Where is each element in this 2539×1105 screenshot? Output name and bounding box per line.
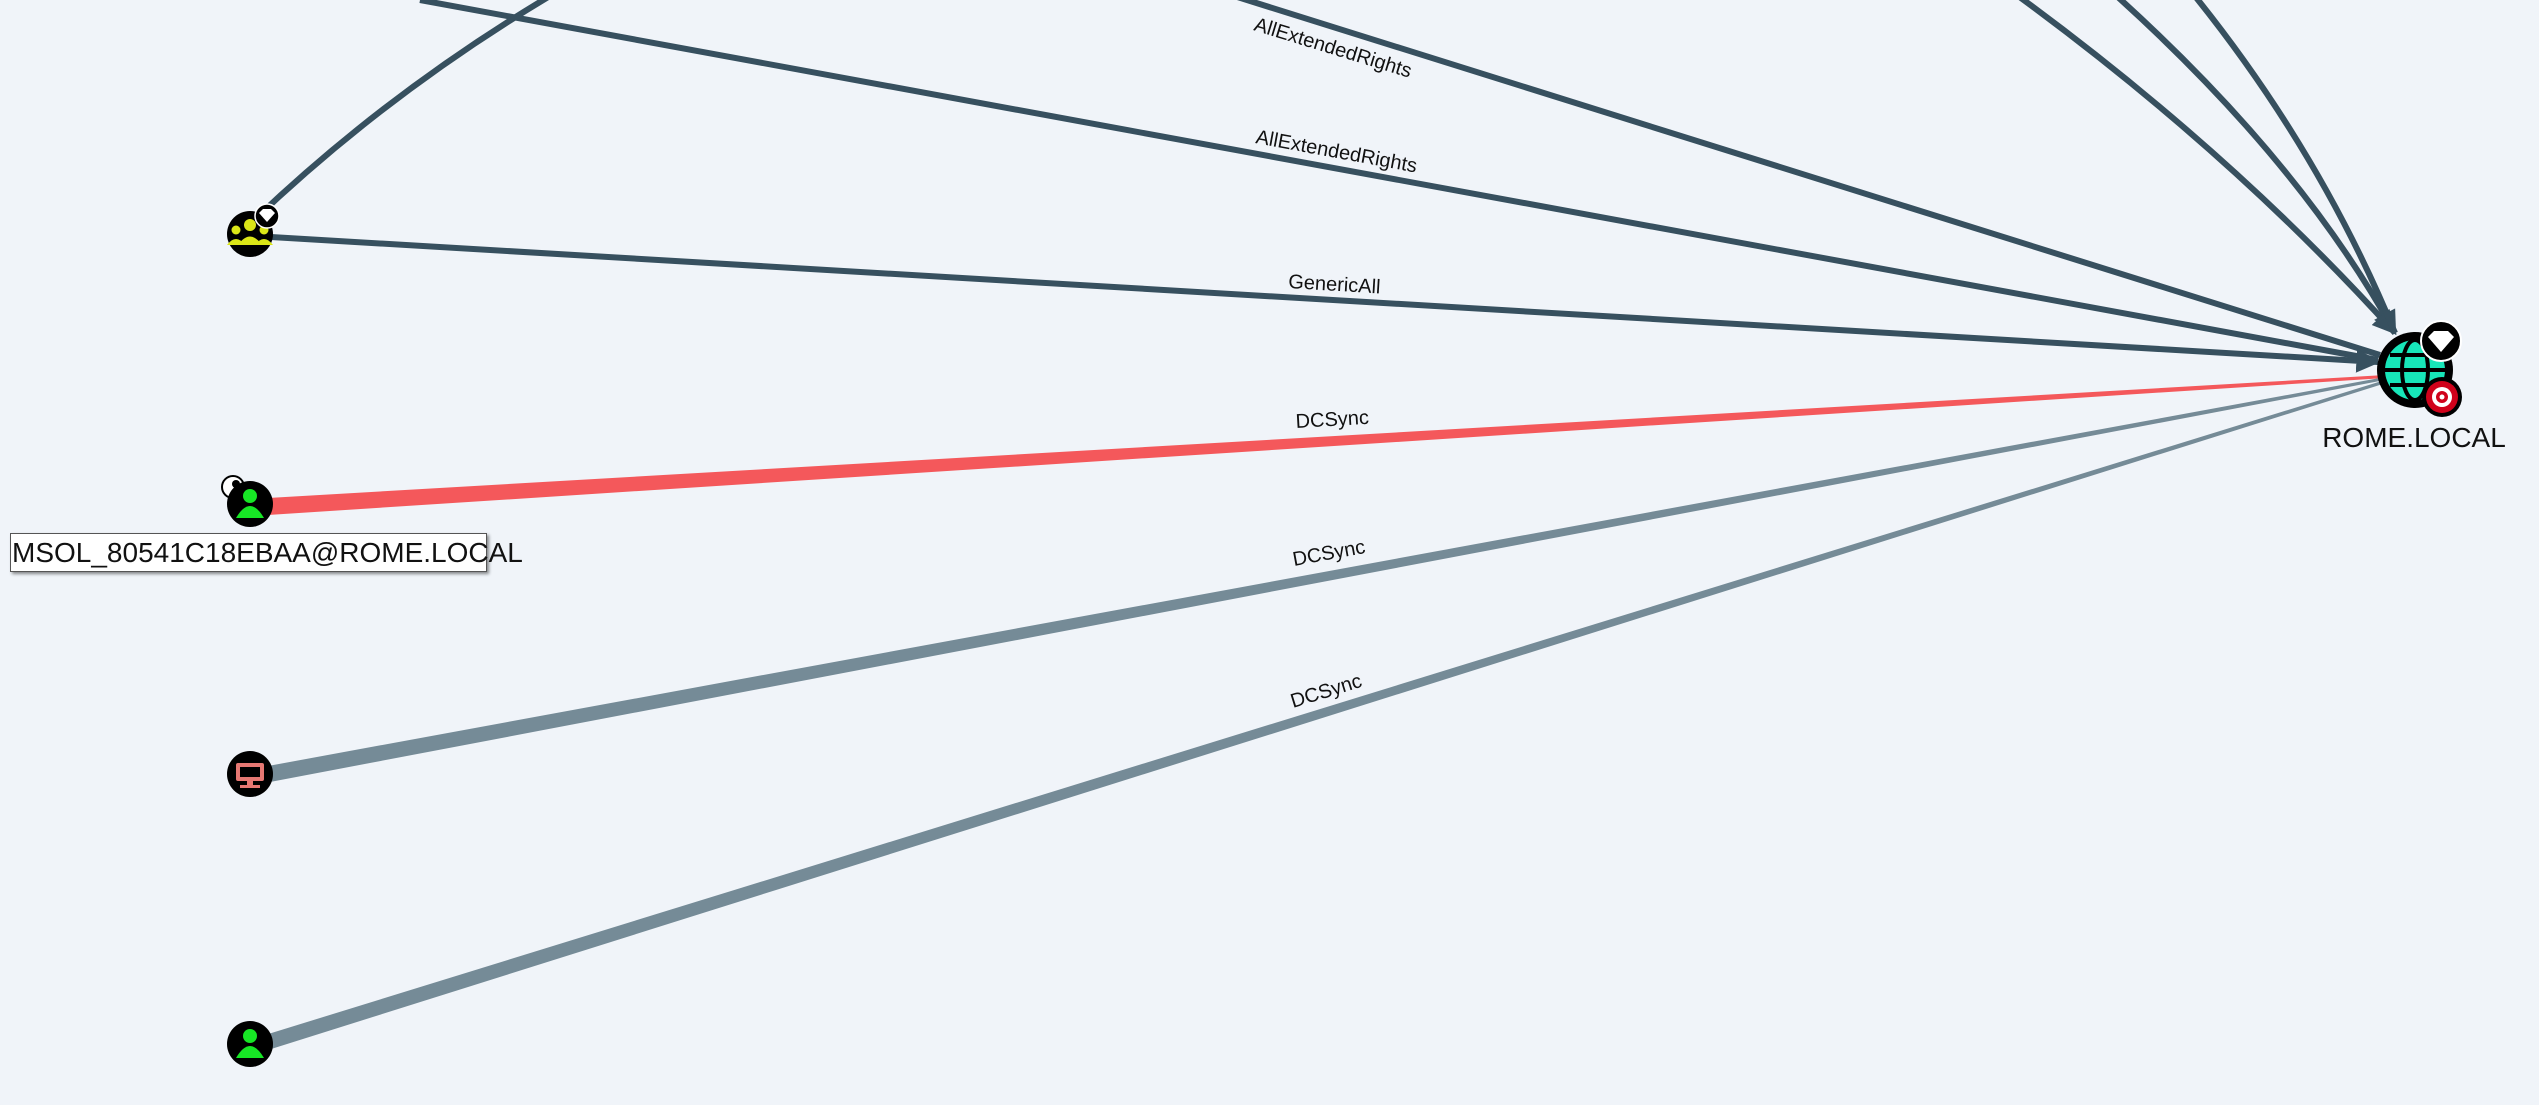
- diamond-icon: [254, 203, 280, 229]
- edge-label-genericall: GenericAll: [1288, 271, 1381, 298]
- edge-allextendedrights-1[interactable]: [1215, 0, 2381, 358]
- edge-allextendedrights-2[interactable]: [419, 0, 2379, 363]
- node-computer[interactable]: [227, 751, 273, 797]
- edge-dcsync-light-2[interactable]: [265, 380, 2386, 1050]
- monitor-icon: [236, 763, 264, 788]
- edge-offscreen-1[interactable]: [2010, 0, 2398, 336]
- edge-dcsync-light-1[interactable]: [268, 377, 2385, 782]
- selected-node-label: MSOL_80541C18EBAA@ROME.LOCAL: [10, 533, 523, 572]
- edge-label-dcsync-1: DCSync: [1295, 407, 1370, 433]
- node-msol-user[interactable]: [221, 475, 273, 527]
- edge-offscreen-4[interactable]: [249, 0, 560, 225]
- user-icon: [236, 1029, 264, 1058]
- users-icon: [227, 219, 273, 245]
- edge-offscreen-2[interactable]: [2110, 0, 2398, 336]
- node-user-bottom[interactable]: [227, 1021, 273, 1067]
- user-icon: [236, 489, 264, 518]
- node-domain-rome[interactable]: ROME.LOCAL: [2322, 320, 2506, 453]
- target-icon: [2422, 377, 2462, 417]
- node-label-rome-local: ROME.LOCAL: [2322, 422, 2506, 453]
- edge-genericall[interactable]: [270, 234, 2381, 373]
- edge-offscreen-3[interactable]: [2190, 0, 2398, 335]
- edge-dcsync-highlight[interactable]: [268, 375, 2385, 515]
- node-group[interactable]: [227, 203, 280, 257]
- diamond-icon: [2420, 320, 2462, 362]
- edge-label-dcsync-2: DCSync: [1291, 536, 1367, 571]
